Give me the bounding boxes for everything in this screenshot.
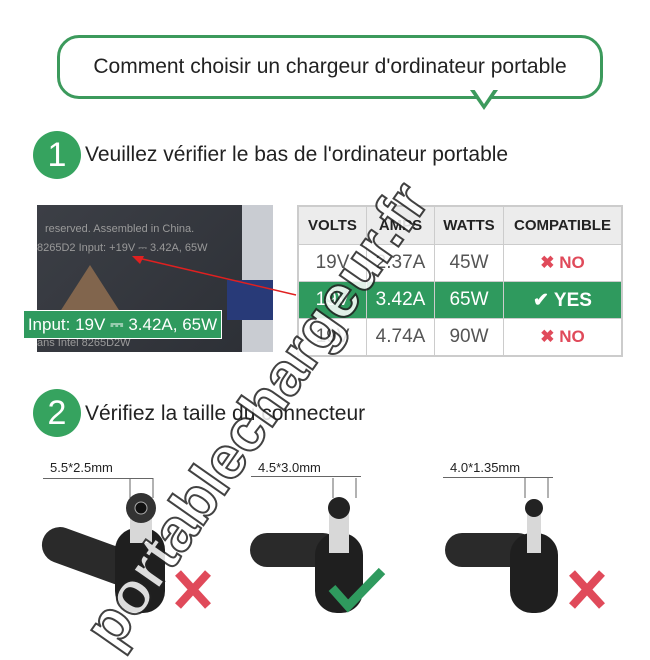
dimension-line xyxy=(251,476,361,477)
sticker xyxy=(242,205,273,352)
step-2-text: Vérifiez la taille du connecteur xyxy=(85,402,366,425)
cell-watts: 90W xyxy=(434,318,504,357)
cell-compatible: ✔ YES xyxy=(503,281,623,319)
cell-amps: 3.42A xyxy=(366,281,435,319)
table-row: 19V 3.42A 65W ✔ YES xyxy=(297,281,623,319)
x-icon xyxy=(569,570,605,609)
connector-size-2: 4.5*3.0mm xyxy=(258,460,321,475)
dimension-line xyxy=(443,477,553,478)
x-icon xyxy=(175,570,211,609)
cell-volts: 19V xyxy=(297,244,367,282)
compatible-text: NO xyxy=(559,327,585,346)
x-icon: ✖ xyxy=(540,253,555,272)
connector-2 xyxy=(250,478,363,613)
step-2-badge: 2 xyxy=(33,389,81,437)
header-compatible: COMPATIBLE xyxy=(503,205,623,245)
check-icon xyxy=(328,567,386,613)
cell-amps: 2.37A xyxy=(366,244,435,282)
title-bubble: Comment choisir un chargeur d'ordinateur… xyxy=(57,35,603,99)
compatible-text: YES xyxy=(553,289,592,311)
windows-sticker xyxy=(227,280,273,320)
photo-line-1: reserved. Assembled in China. xyxy=(45,223,195,235)
title: Comment choisir un chargeur d'ordinateur… xyxy=(93,55,567,78)
dimension-line xyxy=(43,478,153,479)
table-row: 19V 4.74A 90W ✖ NO xyxy=(297,318,623,357)
cell-compatible: ✖ NO xyxy=(503,318,623,357)
compatible-text: NO xyxy=(559,253,585,272)
connector-1 xyxy=(41,478,165,613)
table-header: VOLTS AMPS WATTS COMPATIBLE xyxy=(297,205,623,245)
connector-3 xyxy=(445,478,558,613)
cell-volts: 19V xyxy=(297,281,367,319)
header-amps: AMPS xyxy=(366,205,435,245)
header-watts: WATTS xyxy=(434,205,504,245)
spec-table: VOLTS AMPS WATTS COMPATIBLE 19V 2.37A 45… xyxy=(297,205,623,357)
x-icon: ✖ xyxy=(540,327,555,346)
photo-line-3: ans Intel 8265D2W xyxy=(37,337,131,349)
cell-watts: 45W xyxy=(434,244,504,282)
cell-compatible: ✖ NO xyxy=(503,244,623,282)
step-1-text: Veuillez vérifier le bas de l'ordinateur… xyxy=(85,143,509,166)
bubble-tail-inner xyxy=(474,89,494,104)
cell-volts: 19V xyxy=(297,318,367,357)
connector-size-3: 4.0*1.35mm xyxy=(450,460,521,475)
table-row: 19V 2.37A 45W ✖ NO xyxy=(297,244,623,282)
connector-size-1: 5.5*2.5mm xyxy=(50,460,113,475)
cell-watts: 65W xyxy=(434,281,504,319)
check-icon: ✔ xyxy=(533,289,549,311)
pointer-arrow xyxy=(132,256,297,296)
photo-line-2: 8265D2 Input: +19V ⎓ 3.42A, 65W xyxy=(37,242,208,254)
header-volts: VOLTS xyxy=(297,205,367,245)
step-1-badge: 1 xyxy=(33,131,81,179)
cell-amps: 4.74A xyxy=(366,318,435,357)
input-label: Input: 19V ⎓ 3.42A, 65W xyxy=(23,310,222,339)
connector-illustrations xyxy=(41,478,605,613)
